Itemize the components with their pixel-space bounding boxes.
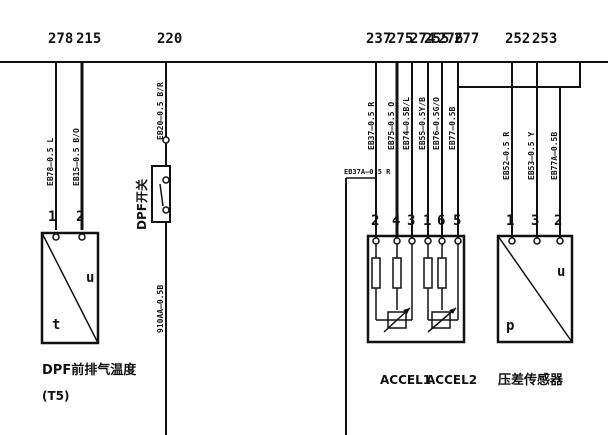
pressure-sensor-box xyxy=(496,234,574,344)
pressure-sensor-name: 压差传感器 xyxy=(498,372,564,388)
pin-terminal xyxy=(52,233,60,241)
wire-number-278: 278 xyxy=(48,31,73,47)
dpf-temp-sensor-name: DPF前排气温度 xyxy=(42,362,137,378)
pin-label: 2 xyxy=(554,213,562,229)
dpf-temp-sensor-box xyxy=(40,231,100,345)
wire-label-eb77a: EB77A—0.5B xyxy=(550,132,559,180)
pin-terminal xyxy=(393,237,401,245)
dpf-switch-name: DPF开关 xyxy=(134,179,149,230)
sensor-diagonal xyxy=(41,232,99,344)
sensor-u-label: u xyxy=(86,270,94,286)
switch-blade xyxy=(159,183,164,207)
wire-label-eb78: EB78—0.5 L xyxy=(46,138,55,186)
sensor-t-label: t xyxy=(52,317,60,333)
pin-label: 1 xyxy=(506,213,514,229)
switch-contact xyxy=(162,206,170,214)
pin-terminal xyxy=(556,237,564,245)
wire-number-237: 237 xyxy=(366,31,391,47)
wire-label-eb15: EB15—0.5 B/O xyxy=(72,128,81,186)
sensor-diagonal xyxy=(497,235,573,343)
accel1-circuit xyxy=(371,244,413,333)
pin-label: 2 xyxy=(371,213,379,229)
pin-terminal xyxy=(454,237,462,245)
pin-terminal xyxy=(78,233,86,241)
pin-label: 4 xyxy=(392,213,400,229)
wire-number-252: 252 xyxy=(505,31,530,47)
pin-label: 2 xyxy=(76,209,84,225)
pin-label: 6 xyxy=(437,213,445,229)
switch-contact xyxy=(162,176,170,184)
accel2-name: ACCEL2 xyxy=(426,373,477,387)
wire-label-eb52: EB52—0.5 R xyxy=(502,132,511,180)
pin-terminal xyxy=(508,237,516,245)
wire-label-eb55: EB55—0.5Y/B xyxy=(418,97,427,150)
wire-number-274: 274 xyxy=(410,31,435,47)
wire-label-eb74: EB74—0.5B/L xyxy=(402,97,411,150)
pin-terminal xyxy=(424,237,432,245)
wire-eb77-jumper xyxy=(458,62,581,88)
wire-label-eb77: EB77—0.5B xyxy=(448,106,457,150)
pin-label: 1 xyxy=(48,209,56,225)
pin-terminal xyxy=(408,237,416,245)
wire-number-255: 255 xyxy=(424,31,449,47)
pin-label: 3 xyxy=(407,213,415,229)
wire-label-eb37-branch: EB37A—0.5 R xyxy=(344,168,391,176)
wire-number-275: 275 xyxy=(388,31,413,47)
pin-terminal xyxy=(438,237,446,245)
pin-label: 3 xyxy=(531,213,539,229)
wire-label-eb20: EB20—0.5 B/R xyxy=(156,82,165,140)
pin-terminal xyxy=(372,237,380,245)
wire-label-910aa: 910AA—0.5B xyxy=(156,285,165,333)
accel2-circuit xyxy=(423,244,459,333)
dpf-temp-sensor-sub: (T5) xyxy=(42,389,70,403)
sensor-p-label: p xyxy=(506,318,514,334)
wire-number-277: 277 xyxy=(454,31,479,47)
accel1-name: ACCEL1 xyxy=(380,373,431,387)
sensor-u-label: u xyxy=(557,264,565,280)
switch-connector-dot xyxy=(162,136,170,144)
wire-label-eb37: EB37—0.5 R xyxy=(367,102,376,150)
wire-number-253: 253 xyxy=(532,31,557,47)
pin-label: 1 xyxy=(423,213,431,229)
pin-terminal xyxy=(533,237,541,245)
wire-label-eb75: EB75—0.5 O xyxy=(387,102,396,150)
pin-label: 5 xyxy=(453,213,461,229)
wire-number-276: 276 xyxy=(438,31,463,47)
accel-pedal-box xyxy=(366,234,466,344)
wire-number-220: 220 xyxy=(157,31,182,47)
wire-number-215: 215 xyxy=(76,31,101,47)
wire-label-eb76: EB76—0.5G/O xyxy=(432,97,441,150)
wire-label-eb53: EB53—0.5 Y xyxy=(527,132,536,180)
